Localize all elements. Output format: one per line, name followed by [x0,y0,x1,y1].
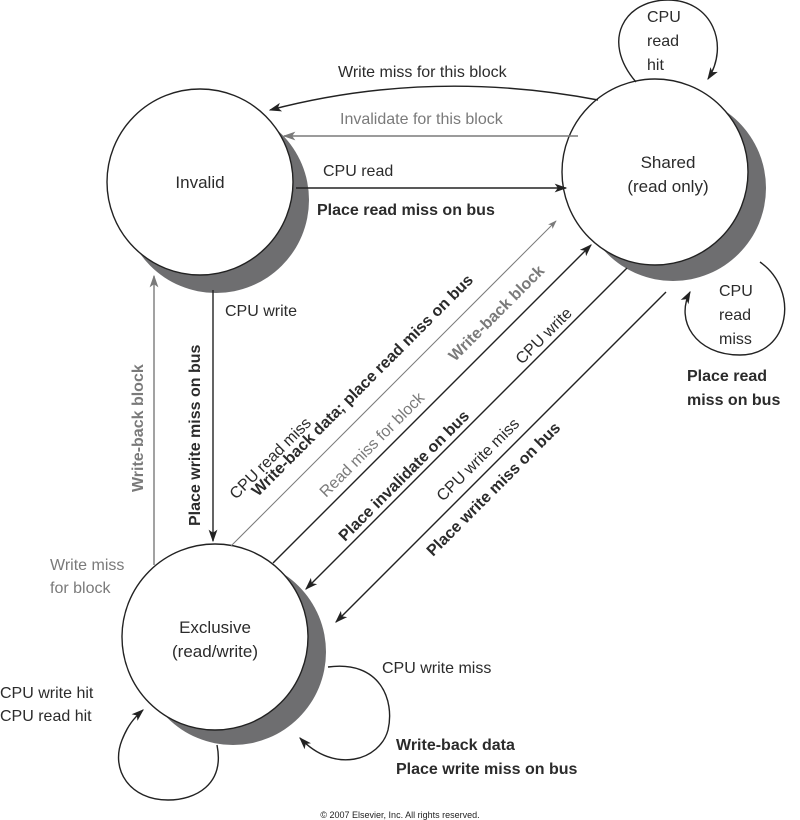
state-exclusive-sublabel: (read/write) [172,642,258,661]
state-shared-label: Shared [641,153,696,172]
label-invalidate-for-this-block: Invalidate for this block [340,111,504,128]
label-write-miss-for-block-1: Write miss [50,557,124,574]
label-cpu-read-hit: CPU read hit [0,708,92,725]
arrow-exclusive-to-shared-cpu-read-miss [230,220,557,547]
arrow-exclusive-to-shared-read-miss-for-block [272,244,592,564]
label-shared-read-miss-2: read [719,307,751,324]
label-shared-read-miss-1: CPU [719,283,753,300]
state-invalid-label: Invalid [175,173,224,192]
label-shared-read-miss-action-1: Place read [687,368,767,385]
label-shared-read-hit-3: hit [647,57,664,74]
label-shared-read-miss-3: miss [719,331,752,348]
arrow-shared-to-exclusive-cpu-write-miss [335,291,667,623]
loop-shared-read-hit [618,0,718,83]
label-shared-read-hit-2: read [647,33,679,50]
loop-exclusive-hits [117,709,219,801]
label-write-back-block-vertical: Write-back block [130,364,147,492]
state-invalid-circle [106,88,294,276]
copyright-notice: © 2007 Elsevier, Inc. All rights reserve… [320,810,479,820]
state-exclusive-circle [121,543,309,731]
label-write-miss-for-block-2: for block [50,580,111,597]
label-shared-read-miss-action-2: miss on bus [687,392,780,409]
state-shared-sublabel: (read only) [627,177,708,196]
label-place-write-miss-on-bus-vertical: Place write miss on bus [187,345,204,527]
loop-shared-read-miss [680,261,786,356]
state-exclusive-label: Exclusive [179,618,251,637]
state-shared-circle [561,78,749,266]
label-cpu-write-invalid: CPU write [225,303,297,320]
label-exclusive-write-back-data: Write-back data [396,737,515,754]
label-cpu-read: CPU read [323,163,393,180]
label-exclusive-place-write-miss: Place write miss on bus [396,761,578,778]
label-place-read-miss-on-bus: Place read miss on bus [317,202,495,219]
label-shared-read-hit-1: CPU [647,9,681,26]
state-invalid: Invalid [106,88,309,293]
state-exclusive: Exclusive (read/write) [121,543,326,745]
label-write-miss-for-this-block: Write miss for this block [338,64,508,81]
label-exclusive-cpu-write-miss: CPU write miss [382,660,491,677]
loop-exclusive-write-miss [299,665,391,761]
arrow-shared-to-exclusive-cpu-write [305,267,628,590]
arrow-shared-to-invalid-write-miss [268,85,599,112]
label-cpu-write-hit: CPU write hit [0,685,94,702]
state-shared: Shared (read only) [561,78,766,281]
